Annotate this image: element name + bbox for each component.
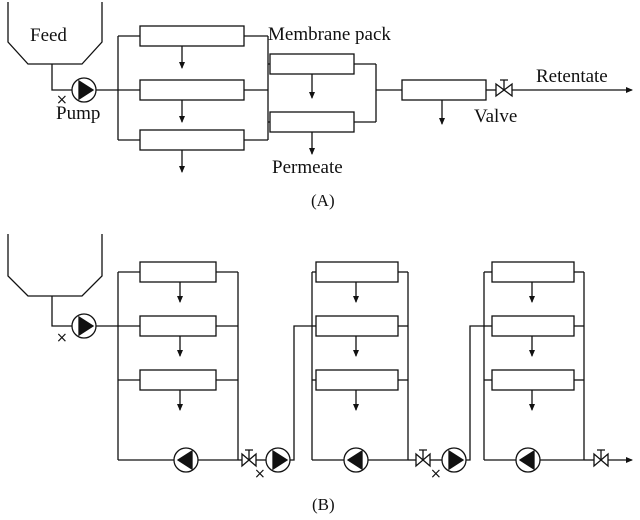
retentate-label: Retentate xyxy=(536,66,608,87)
feed-tank xyxy=(7,234,103,297)
membrane-module xyxy=(268,53,376,99)
pump-label: Pump xyxy=(56,103,101,124)
membrane-module xyxy=(118,25,268,69)
drain-cross-mark: × xyxy=(430,466,442,482)
stage-b2 xyxy=(311,261,409,473)
transfer-pump-icon xyxy=(265,447,291,473)
diagram-a-graphics xyxy=(7,2,633,173)
membrane-module xyxy=(268,111,376,155)
caption-b: (B) xyxy=(312,495,335,514)
membrane-module xyxy=(118,129,268,173)
permeate-label: Permeate xyxy=(272,157,343,178)
recirculation-pump-icon xyxy=(343,447,369,473)
tank-outlet-pipe xyxy=(51,64,72,91)
drain-cross-mark: × xyxy=(56,330,68,346)
bleed-valve-icon xyxy=(241,449,257,468)
drain-cross-mark: × xyxy=(254,466,266,482)
recirculation-pump-icon xyxy=(515,447,541,473)
transfer-pump-icon xyxy=(441,447,467,473)
diagram-b-graphics xyxy=(7,234,633,473)
caption-a: (A) xyxy=(311,191,335,210)
membrane-module xyxy=(118,79,268,123)
feed-pump-icon xyxy=(71,77,97,103)
valve-label: Valve xyxy=(474,106,518,127)
stage-b3 xyxy=(483,261,585,473)
stage-b1 xyxy=(117,261,239,473)
drain-cross-mark: × xyxy=(56,92,68,108)
final-valve-icon xyxy=(593,449,609,468)
feed-tank xyxy=(7,2,103,65)
feed-pump-icon xyxy=(71,313,97,339)
retentate-valve-icon xyxy=(495,79,513,98)
bleed-valve-icon xyxy=(415,449,431,468)
membrane-pack-label: Membrane pack xyxy=(268,24,391,45)
feed-label: Feed xyxy=(30,25,67,46)
recirculation-pump-icon xyxy=(173,447,199,473)
